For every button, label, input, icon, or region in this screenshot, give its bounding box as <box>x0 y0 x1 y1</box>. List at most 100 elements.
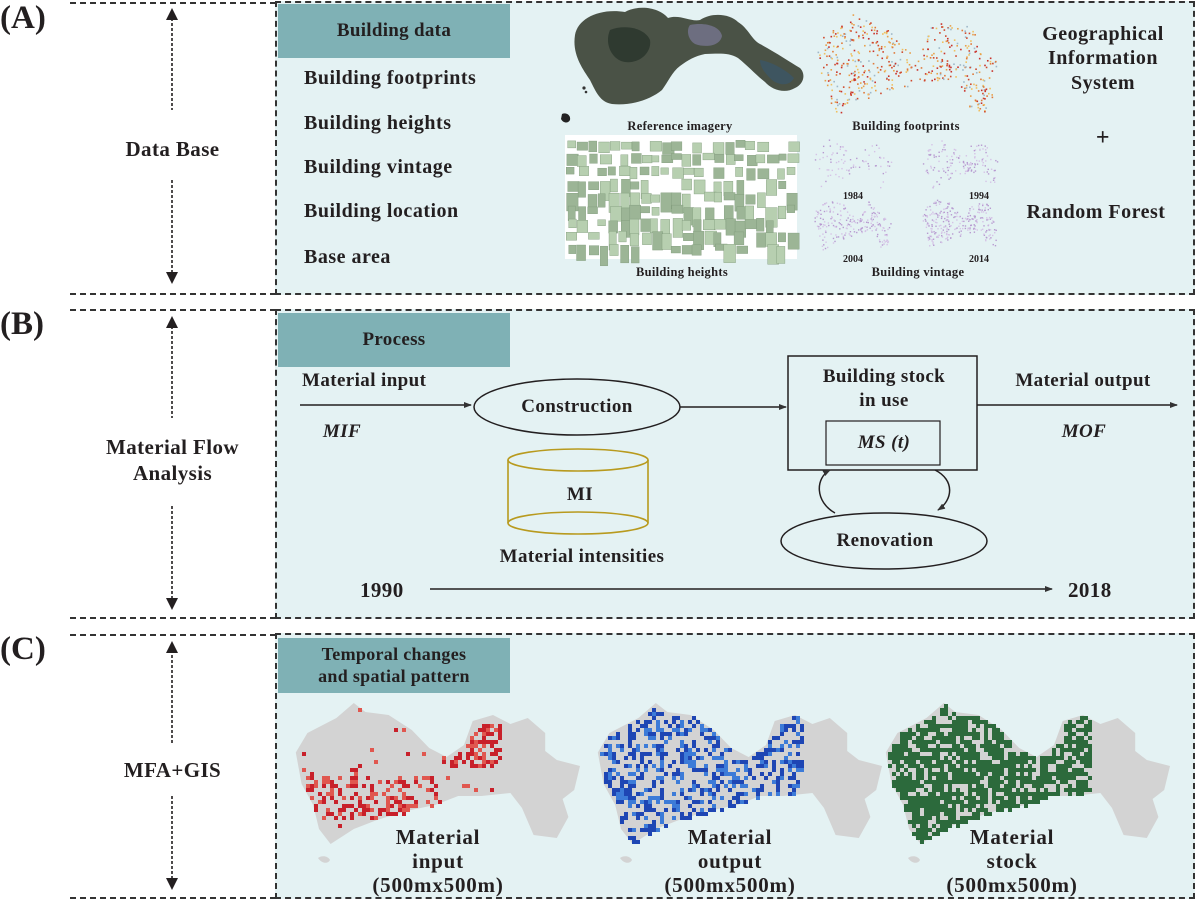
footprint-dot <box>843 37 846 39</box>
building-block <box>620 192 630 209</box>
footprint-dot <box>867 93 869 96</box>
building-block <box>692 154 702 166</box>
map-cell <box>796 784 800 788</box>
map-cell <box>996 768 1000 772</box>
map-cell <box>1060 756 1064 760</box>
footprint-dot <box>831 89 833 92</box>
map-cell <box>948 736 952 740</box>
footprint-dot <box>841 26 843 29</box>
map-cell <box>892 772 896 776</box>
map-cell <box>482 728 486 732</box>
vintage-dot <box>947 228 950 231</box>
map-cell <box>980 804 984 808</box>
map-cell <box>724 760 728 764</box>
map-cell <box>1028 764 1032 768</box>
map-cell <box>936 732 940 736</box>
footprint-dot <box>953 63 955 66</box>
map-cell <box>478 756 482 760</box>
map-cell <box>466 784 470 788</box>
vintage-dot <box>881 241 884 243</box>
map-cell <box>652 784 656 788</box>
map-cell <box>932 728 936 732</box>
map-cell <box>940 732 944 736</box>
footprint-dot <box>854 60 857 63</box>
vintage-dot <box>944 149 946 151</box>
map-cell <box>968 804 972 808</box>
vintage-dot <box>978 207 980 209</box>
map-cell <box>928 792 932 796</box>
map-cell <box>656 728 660 732</box>
map-cell <box>640 752 644 756</box>
map-cell <box>322 796 326 800</box>
footprint-dot <box>942 77 944 79</box>
spatial-map-1 <box>295 703 580 863</box>
footprint-dot <box>836 46 838 49</box>
map-cell <box>1012 804 1016 808</box>
map-cell <box>920 816 924 820</box>
footprint-dot <box>860 61 862 63</box>
footprint-dot <box>930 72 933 75</box>
footprint-dot <box>833 80 835 83</box>
map-cell <box>908 776 912 780</box>
map-cell <box>988 784 992 788</box>
map-cell <box>668 800 672 804</box>
map-cell <box>1068 748 1072 752</box>
footprint-dot <box>867 97 870 100</box>
vintage-dot <box>842 226 844 229</box>
map-label-line: stock <box>986 849 1038 874</box>
vintage-dot <box>822 225 824 228</box>
building-block <box>734 154 744 161</box>
vintage-dot <box>833 219 835 221</box>
building-block <box>725 142 735 155</box>
vintage-dot <box>940 177 942 179</box>
vintage-dot <box>974 215 976 218</box>
map-cell <box>924 828 928 832</box>
map-cell <box>964 764 968 768</box>
vintage-dot <box>839 214 842 217</box>
building-block <box>745 194 756 205</box>
building-block <box>578 166 589 176</box>
map-cell <box>1008 744 1012 748</box>
map-island <box>908 856 920 863</box>
map-cell <box>1056 772 1060 776</box>
map-cell <box>916 772 920 776</box>
footprint-dot <box>984 110 986 113</box>
vintage-dot <box>827 222 830 224</box>
map-cell <box>608 768 612 772</box>
map-cell <box>920 772 924 776</box>
vintage-dot <box>887 228 889 231</box>
map-cell <box>992 756 996 760</box>
vintage-dot <box>932 211 934 213</box>
map-cell <box>620 780 624 784</box>
footprint-dot <box>872 41 874 44</box>
vintage-dot <box>873 207 876 209</box>
vintage-dot <box>863 161 865 163</box>
arrow-heads <box>166 8 178 890</box>
panel-label-a: (A) <box>0 0 46 36</box>
map-cell <box>972 780 976 784</box>
map-cell <box>366 776 370 780</box>
footprint-dot <box>819 54 821 57</box>
map-cell <box>924 764 928 768</box>
footprint-dot <box>965 61 968 63</box>
map-cell <box>712 808 716 812</box>
footprint-dot <box>980 99 983 102</box>
map-cell <box>1020 776 1024 780</box>
map-cell <box>608 772 612 776</box>
map-cell <box>672 772 676 776</box>
footprint-dot <box>850 53 853 55</box>
footprint-dot <box>894 63 896 66</box>
map-cell <box>1008 808 1012 812</box>
map-cell <box>652 732 656 736</box>
map-cell <box>972 788 976 792</box>
map-cell <box>948 784 952 788</box>
map-cell <box>932 824 936 828</box>
map-cell <box>940 760 944 764</box>
map-cell <box>792 792 796 796</box>
vintage-dot <box>946 216 948 218</box>
vintage-dot <box>929 209 932 211</box>
vintage-dot <box>946 233 948 235</box>
map-cell <box>482 752 486 756</box>
map-cell <box>972 720 976 724</box>
footprint-dot <box>970 88 973 90</box>
